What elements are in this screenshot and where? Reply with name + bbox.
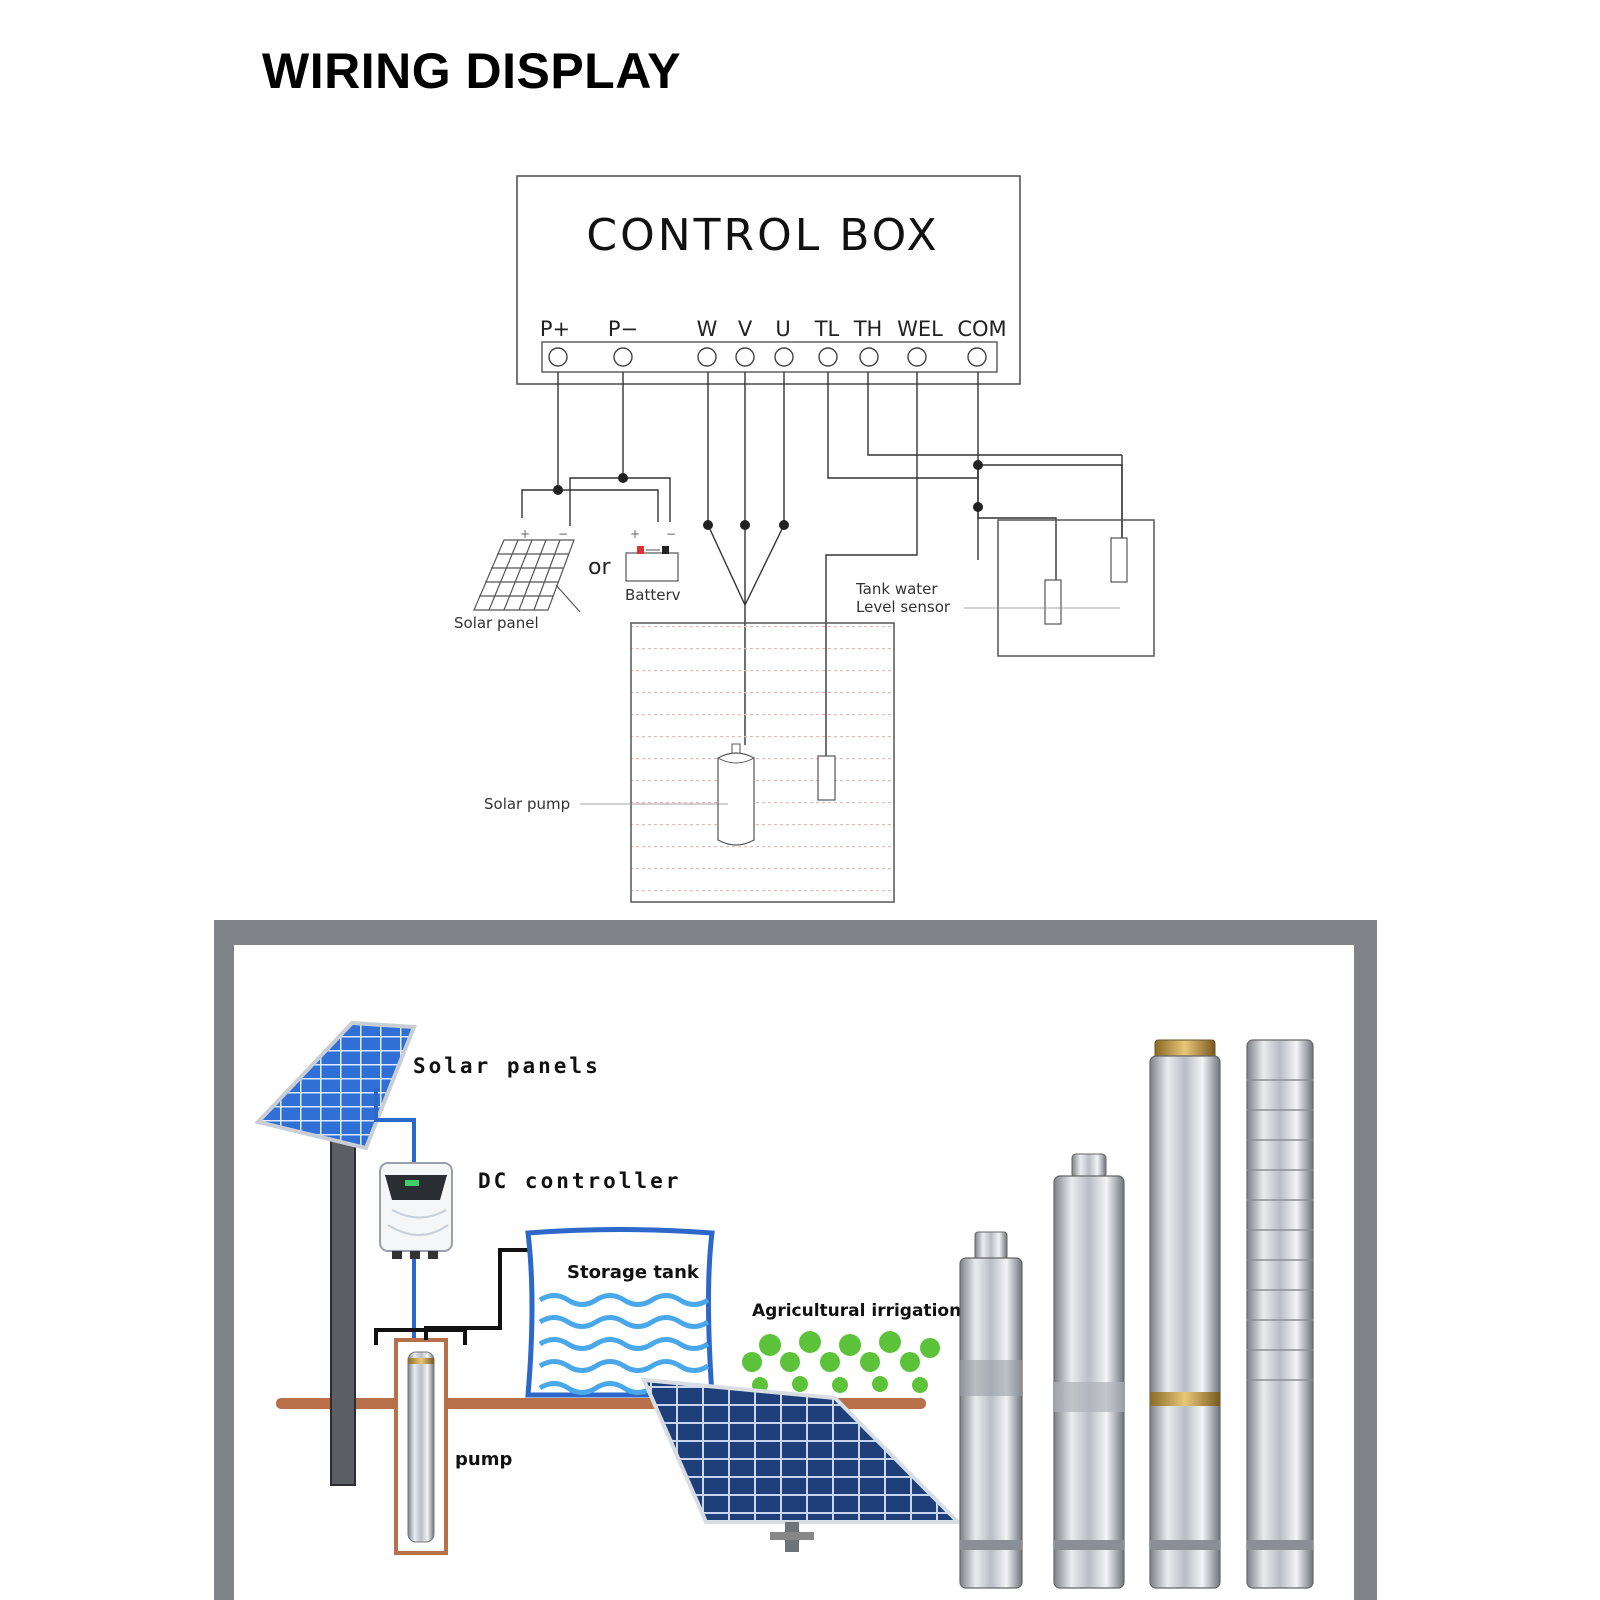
terminal-label-th: TH — [853, 317, 883, 341]
storage-tank — [525, 1227, 715, 1398]
battery-sketch — [625, 546, 679, 582]
agri-plants — [742, 1331, 940, 1393]
page-heading: WIRING DISPLAY — [262, 43, 682, 99]
terminal-label-v: V — [738, 317, 753, 341]
battery-minus-mark: − — [666, 527, 676, 541]
solar-minus-mark: − — [558, 527, 568, 541]
terminal-label-tl: TL — [814, 317, 840, 341]
tank-sensor-low — [1044, 579, 1062, 625]
agri-label: Agricultural irrigation — [752, 1301, 961, 1321]
control-box — [516, 175, 1021, 385]
well-level-sensor — [817, 755, 836, 801]
tank-sensor-high — [1110, 537, 1128, 583]
battery-label: Batterv — [625, 586, 681, 604]
product-pump-1 — [959, 1231, 1023, 1589]
dc-controller-label: DC controller — [478, 1169, 681, 1193]
junction-dots — [553, 460, 983, 530]
product-pump-2 — [1053, 1153, 1125, 1589]
pump-label: pump — [455, 1449, 512, 1470]
storage-tank-label: Storage tank — [567, 1262, 700, 1283]
terminal-screws — [548, 347, 987, 367]
terminal-label-w: W — [697, 317, 718, 341]
tank-sensor-label-line1: Tank water — [855, 580, 938, 598]
well-pump — [407, 1351, 435, 1543]
solar-pump-label: Solar pump — [484, 795, 570, 813]
solar-pump-sketch — [717, 743, 755, 846]
dc-controller — [379, 1162, 453, 1259]
terminal-label-wel: WEL — [897, 317, 943, 341]
terminal-label-p-plus: P+ — [540, 317, 570, 341]
product-pump-3 — [1149, 1039, 1221, 1589]
battery-plus-mark: + — [630, 527, 640, 541]
terminal-strip — [541, 341, 998, 373]
ground-solar-array — [640, 1377, 963, 1552]
control-box-title: CONTROL BOX — [586, 210, 939, 261]
storage-tank-outline — [997, 519, 1155, 657]
solar-panel-label: Solar panel — [454, 614, 539, 632]
panel-pole — [330, 1139, 356, 1486]
terminal-label-p-minus: P− — [608, 317, 638, 341]
terminal-label-u: U — [775, 317, 790, 341]
well-outline — [630, 622, 895, 903]
solar-panel-sketch — [473, 539, 581, 613]
wiring-diagram: CONTROL BOX P+ P− W V U TL TH WEL COM — [454, 175, 1155, 903]
solar-panels-label: Solar panels — [413, 1054, 601, 1078]
terminal-label-com: COM — [957, 317, 1006, 341]
system-illustration: Solar panels DC controller pump — [214, 920, 1377, 1600]
product-pump-4 — [1246, 1039, 1314, 1589]
solar-plus-mark: + — [520, 527, 530, 541]
tank-feed-pipe — [424, 1248, 552, 1340]
or-label: or — [588, 555, 611, 580]
tank-sensor-label-line2: Level sensor — [856, 598, 951, 616]
